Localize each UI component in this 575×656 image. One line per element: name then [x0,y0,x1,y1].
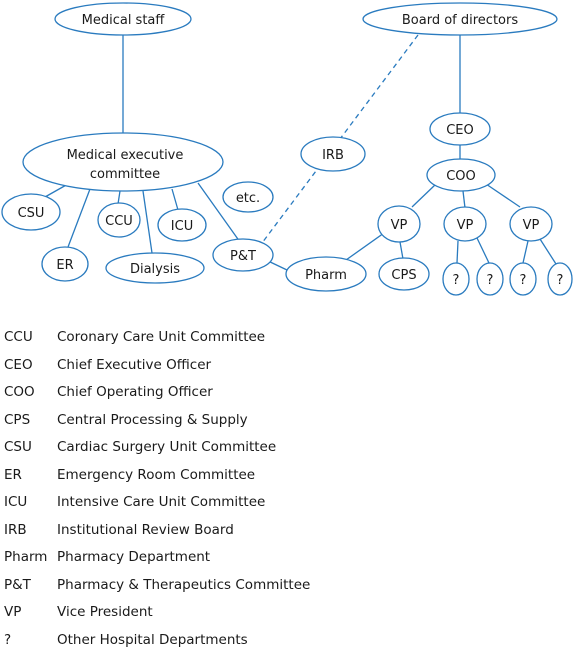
legend-meaning: Pharmacy Department [57,549,210,565]
edge-coo-vp3 [486,184,520,207]
legend-meaning: Other Hospital Departments [57,632,248,648]
edge-mec-dialysis [143,191,152,253]
node-irb-label: IRB [322,148,344,163]
legend-meaning: Chief Executive Officer [57,357,211,373]
node-other-dept-4-label: ? [557,273,564,288]
node-vp-1: VP [378,206,420,242]
legend-abbr: CEO [4,354,57,376]
legend-abbr: CPS [4,409,57,431]
node-coo-label: COO [446,169,476,184]
edge-mec-ccu [118,191,120,204]
node-vp-3: VP [510,207,552,241]
node-vp-2-label: VP [457,218,474,233]
node-medical-executive-committee: Medical executive committee [23,133,223,191]
node-irb: IRB [301,137,365,171]
edge-vp3-q3 [523,241,528,263]
node-cps-label: CPS [391,268,416,283]
node-board-of-directors-label: Board of directors [402,13,518,28]
node-board-of-directors: Board of directors [363,3,557,35]
node-other-dept-3-label: ? [520,273,527,288]
node-other-dept-2: ? [477,263,503,295]
node-dialysis: Dialysis [106,253,204,283]
legend-abbr: P&T [4,574,57,596]
node-ceo-label: CEO [446,123,474,138]
node-cps: CPS [379,258,429,290]
node-pt: P&T [213,239,273,271]
node-vp-3-label: VP [523,218,540,233]
node-other-dept-2-label: ? [487,273,494,288]
legend-meaning: Institutional Review Board [57,522,234,538]
edge-mec-er [68,189,90,247]
legend-meaning: Pharmacy & Therapeutics Committee [57,577,310,593]
legend-abbr: Pharm [4,546,57,568]
node-pt-label: P&T [230,249,256,264]
node-csu-label: CSU [18,206,45,221]
edge-vp1-pharm [346,233,384,260]
node-medical-staff-label: Medical staff [82,13,166,28]
legend-abbr: CSU [4,436,57,458]
node-etc-label: etc. [236,191,260,206]
node-etc: etc. [223,182,273,212]
org-chart-diagram: Medical staff Board of directors Medical… [0,0,575,310]
legend-abbr: CCU [4,326,57,348]
legend-meaning: Chief Operating Officer [57,384,213,400]
edge-vp2-q1 [457,241,458,263]
legend-abbr: ICU [4,491,57,513]
edge-mec-icu [172,189,178,210]
node-mec-label-line2: committee [90,167,160,182]
node-dialysis-label: Dialysis [130,262,180,277]
legend-abbr: COO [4,381,57,403]
node-vp-1-label: VP [391,218,408,233]
node-ccu-label: CCU [105,214,133,229]
node-er-label: ER [56,258,73,273]
edge-coo-vp2 [463,191,465,208]
legend-abbr: ? [4,629,57,651]
legend-abbr: ER [4,464,57,486]
edge-vp3-q4 [540,239,556,264]
node-er: ER [42,247,88,281]
node-ceo: CEO [430,113,490,145]
legend-meaning: Intensive Care Unit Committee [57,494,265,510]
legend-abbr: VP [4,601,57,623]
node-coo: COO [427,159,495,191]
legend-item: ?Other Hospital Departments [4,629,310,656]
legend-meaning: Cardiac Surgery Unit Committee [57,439,276,455]
node-medical-staff: Medical staff [55,3,191,35]
node-icu: ICU [158,209,206,241]
legend-meaning: Central Processing & Supply [57,412,248,428]
node-other-dept-4: ? [548,263,572,295]
node-other-dept-1-label: ? [453,273,460,288]
node-ccu: CCU [98,203,140,237]
node-vp-2: VP [444,207,486,241]
node-pharm-label: Pharm [305,268,347,283]
legend-meaning: Coronary Care Unit Committee [57,329,265,345]
node-mec-label-line1: Medical executive [67,148,184,163]
node-pharm: Pharm [286,257,366,291]
legend-meaning: Emergency Room Committee [57,467,255,483]
edge-coo-vp1 [412,184,436,207]
node-csu: CSU [2,194,60,230]
edge-vp1-cps [400,242,403,259]
legend-meaning: Vice President [57,604,153,620]
node-other-dept-1: ? [443,263,469,295]
edge-vp2-q2 [477,238,489,263]
node-icu-label: ICU [171,219,193,234]
node-other-dept-3: ? [510,263,536,295]
legend-abbr: IRB [4,519,57,541]
